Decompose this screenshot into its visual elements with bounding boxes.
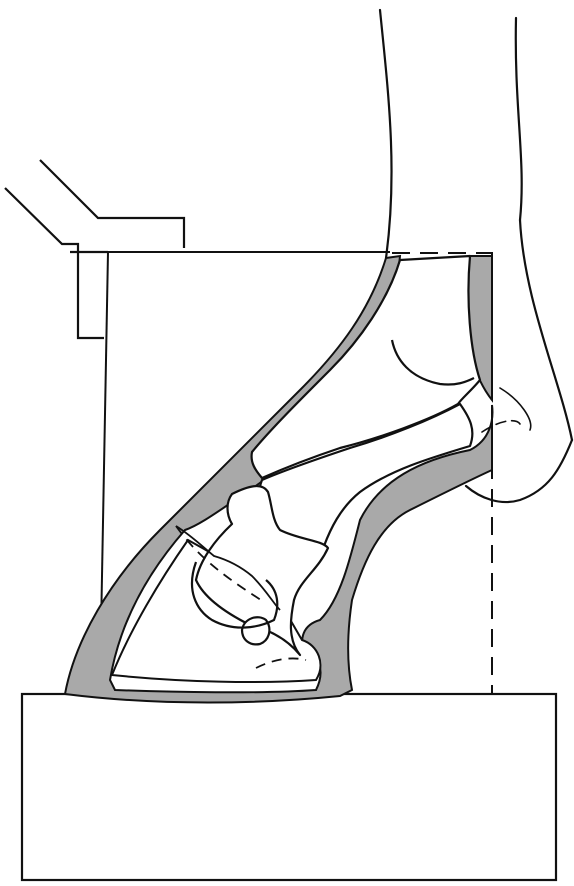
frame-bracket-upper — [40, 160, 184, 248]
stand-frame — [5, 160, 184, 338]
navicular-bone — [242, 617, 269, 644]
leg-front-edge — [380, 10, 392, 258]
heel-detail-2 — [482, 421, 520, 432]
leg-back-edge-upper — [516, 18, 522, 220]
leg-back-edge-lower — [520, 220, 572, 440]
block-base — [22, 694, 556, 880]
reference-box-left — [101, 252, 108, 630]
heel-detail — [500, 388, 531, 430]
